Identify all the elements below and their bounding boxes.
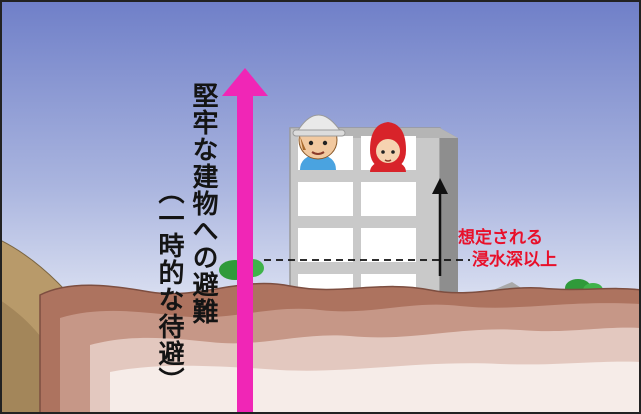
flood-label-line2: 浸水深以上 — [472, 250, 557, 270]
ground-layer-bottom — [110, 361, 641, 414]
evacuation-subtitle: （一時的な待避） — [154, 178, 184, 394]
vertical-evacuation-arrow — [222, 68, 268, 414]
helmet-person-icon — [292, 114, 346, 170]
hood-child-icon — [370, 122, 406, 172]
upward-arrow — [432, 178, 448, 276]
flood-label-line1: 想定される — [458, 228, 543, 248]
evacuation-title: 堅牢な建物への避難 — [188, 82, 218, 325]
